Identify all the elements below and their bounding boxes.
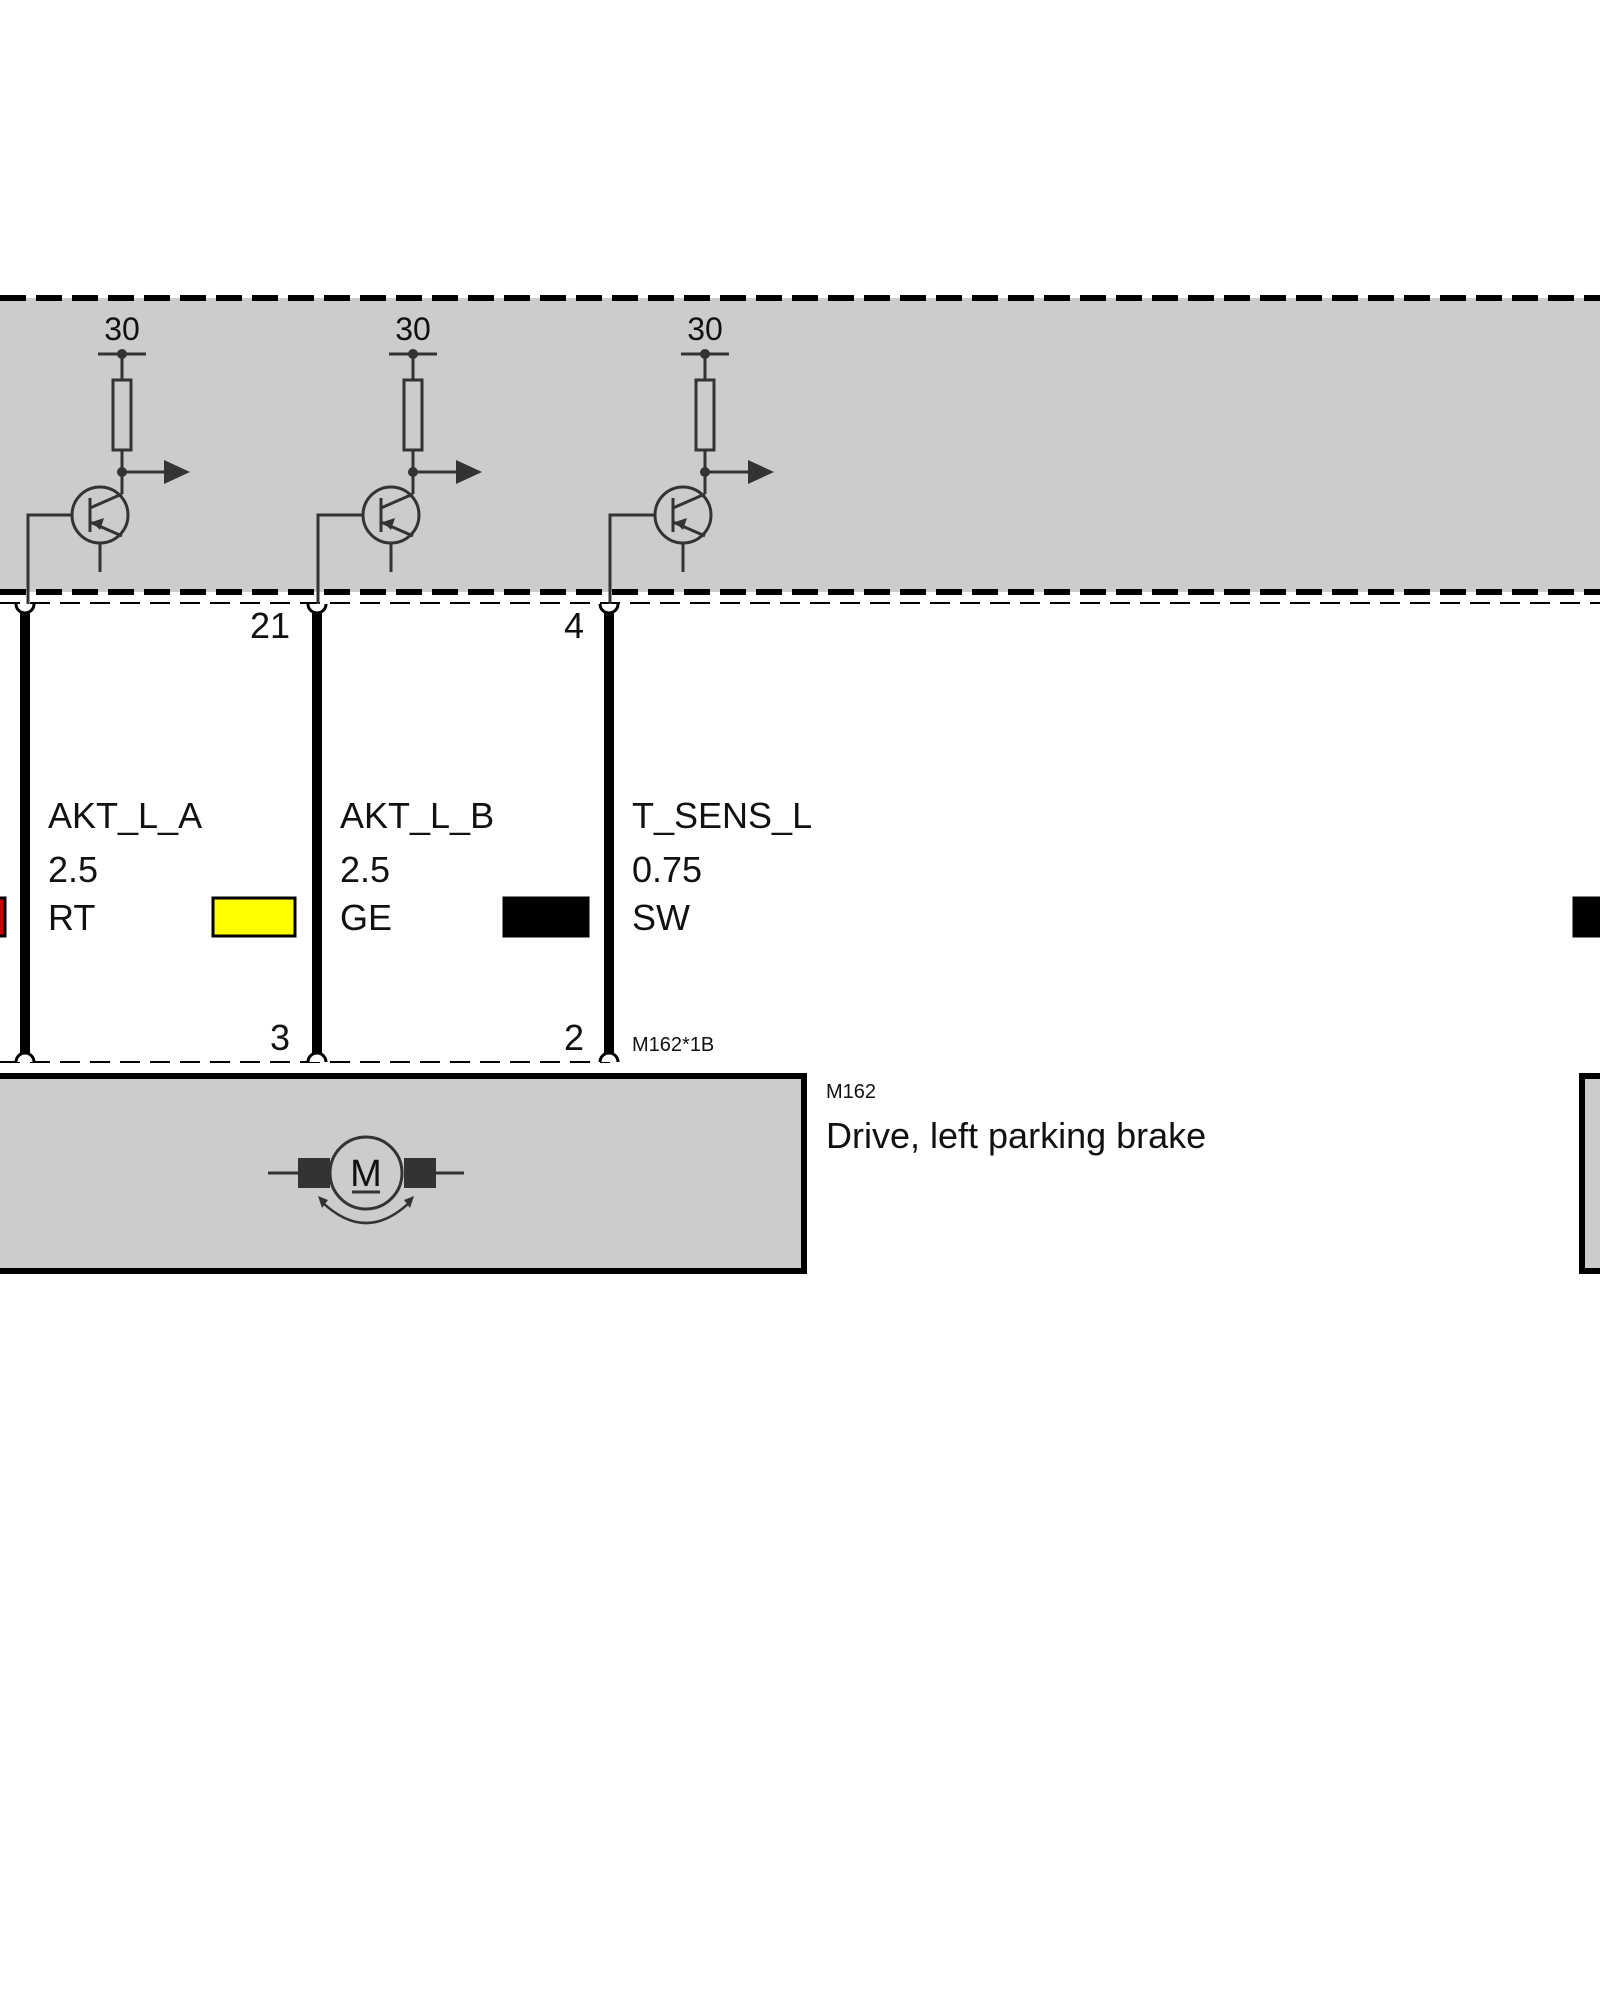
component-id: M162 (826, 1081, 876, 1103)
pin-number-top: 21 (250, 605, 290, 646)
wire-signal-label: AKT_L_A (48, 795, 202, 836)
wire-signal-label: AKT_L_B (340, 795, 494, 836)
motor-icon: M (268, 1135, 464, 1225)
pin-number-bottom: 2 (564, 1017, 584, 1058)
wire-color-swatch (1572, 896, 1600, 938)
wire-t-sens-l: 4 T_SENS_L 0.75 SW M162*1B (502, 603, 812, 1063)
wire-color-swatch (502, 896, 590, 938)
wire-akt-l-a: AKT_L_A 2.5 RT 3 (0, 603, 290, 1063)
driver-stage-2: 30 (316, 311, 482, 604)
wire-color-swatch (0, 896, 7, 938)
wire-color-code: RT (48, 897, 95, 938)
supply-label-30: 30 (104, 311, 140, 347)
arrow-right-icon (456, 460, 482, 484)
supply-label-30: 30 (687, 311, 723, 347)
arrow-right-icon (164, 460, 190, 484)
supply-label-30: 30 (395, 311, 431, 347)
wire-akt-l-b: 21 AKT_L_B 2.5 GE 2 (211, 603, 584, 1063)
control-unit-housing (0, 295, 1600, 604)
motor-symbol: M (350, 1153, 382, 1195)
driver-stage-3: 30 (608, 311, 774, 604)
driver-stage-1: 30 (26, 311, 190, 604)
component-partial (1579, 1073, 1600, 1274)
wire-gauge-label: 0.75 (632, 849, 702, 890)
arrow-right-icon (748, 460, 774, 484)
wire-gauge-label: 2.5 (340, 849, 390, 890)
wire-signal-label: T_SENS_L (632, 795, 812, 836)
component-m162: M M162 Drive, left parking brake (0, 1073, 1206, 1274)
connector-label: M162*1B (632, 1034, 714, 1056)
wire-color-swatch (211, 896, 297, 938)
wire-gauge-label: 2.5 (48, 849, 98, 890)
wire-color-code: GE (340, 897, 392, 938)
pin-number-top: 4 (564, 605, 584, 646)
transistor-icon (361, 485, 421, 572)
wire-color-code: SW (632, 897, 690, 938)
component-name: Drive, left parking brake (826, 1115, 1206, 1156)
pin-number-bottom: 3 (270, 1017, 290, 1058)
